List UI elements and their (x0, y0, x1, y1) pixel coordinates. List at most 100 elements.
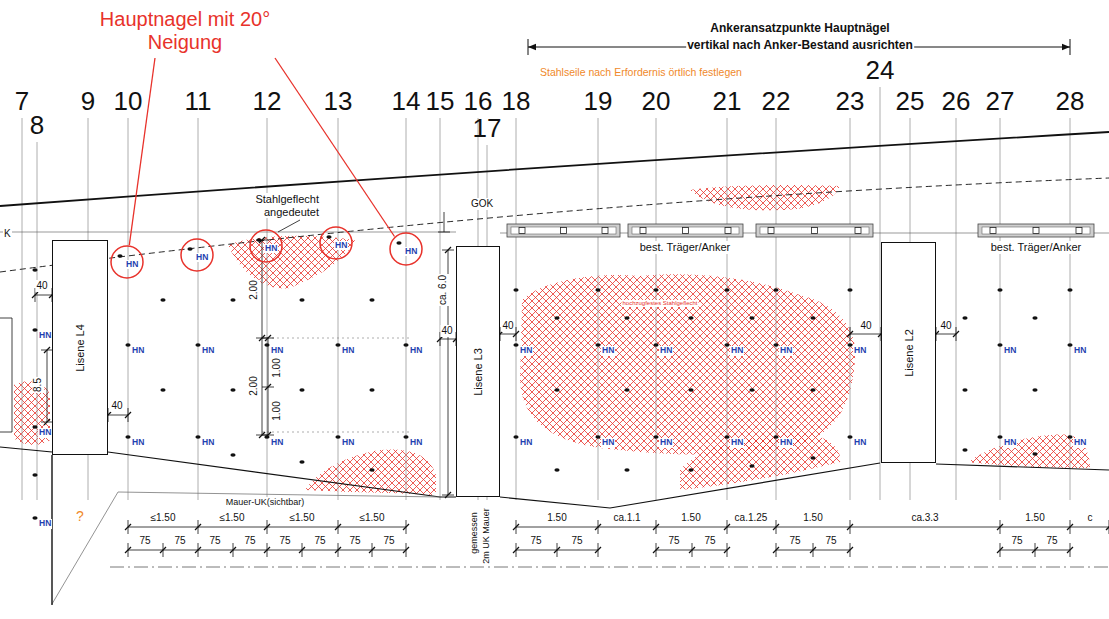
drawing-rect (632, 227, 739, 234)
nail-label: HN (38, 519, 52, 529)
dimension-text: 40 (859, 320, 872, 332)
axis-number: 28 (1056, 88, 1085, 114)
drawing-ellipse (847, 288, 852, 292)
nail-label: HN (730, 438, 744, 448)
axis-number: 17 (473, 115, 502, 141)
drawing-ellipse (1067, 343, 1072, 347)
drawing-line (44, 347, 50, 353)
note-text: gemessen (469, 511, 479, 555)
dimension-text: ca. 6.0 (437, 274, 449, 306)
drawing-ellipse (32, 473, 37, 477)
drawing-rect (768, 228, 774, 234)
drawing-line (1106, 524, 1109, 530)
axis-number: 14 (392, 88, 421, 114)
drawing-ellipse (326, 235, 331, 239)
drawing-ellipse (624, 388, 629, 392)
drawing-ellipse (513, 343, 518, 347)
dimension-text: ≤1.50 (359, 512, 386, 524)
drawing-line (32, 292, 38, 298)
pilaster-name: Lisene L2 (902, 328, 914, 378)
nail-label: HN (779, 346, 793, 356)
drawing-line (265, 384, 271, 390)
drawing-ellipse (403, 343, 408, 347)
drawing-ellipse (335, 435, 340, 439)
drawing-ellipse (847, 435, 852, 439)
drawing-line (406, 118, 407, 500)
axis-number: 15 (426, 88, 455, 114)
axis-number: 7 (15, 88, 29, 114)
drawing-line (595, 524, 601, 530)
nail-label: HN (341, 438, 355, 448)
drawing-line (776, 118, 777, 500)
drawing-line (1067, 524, 1073, 530)
drawing-ellipse (396, 241, 401, 245)
dimension-text: 75 (173, 535, 186, 547)
nail-circle: HN (389, 232, 423, 266)
pilaster-name: Lisene L4 (74, 323, 86, 373)
drawing-line (850, 334, 881, 335)
axis-number: 23 (836, 88, 865, 114)
note-text: 2m UK Mauer (481, 507, 491, 565)
drawing-rect (982, 227, 1090, 234)
part-label: best. Träger/Anker (990, 241, 1083, 254)
nail-circle: HN (249, 229, 283, 263)
drawing-line (335, 547, 341, 553)
drawing-path (52, 492, 440, 604)
axis-number: 27 (986, 88, 1015, 114)
callout-text: Hauptnagel mit 20° Neigung (78, 8, 293, 54)
drawing-ellipse (160, 388, 165, 392)
note-text: ? (76, 508, 84, 524)
dimension-text: 75 (208, 535, 221, 547)
drawing-line (1032, 547, 1038, 553)
pilaster-box: Lisene L3 (456, 246, 500, 497)
drawing-path (228, 236, 355, 289)
drawing-rect (1076, 228, 1082, 234)
nail-label: HN (195, 253, 209, 262)
drawing-line (230, 547, 236, 553)
drawing-ellipse (1032, 388, 1037, 392)
drawing-ellipse (997, 343, 1002, 347)
drawing-line (653, 524, 659, 530)
drawing-ellipse (1067, 435, 1072, 439)
dimension-text: 75 (529, 535, 542, 547)
dimension-text: 75 (1045, 535, 1058, 547)
dimension-text: ca.1.1 (612, 512, 641, 524)
drawing-ellipse (554, 388, 559, 392)
dimension-text: 2.00 (248, 375, 260, 396)
note-text: GOK (470, 198, 494, 210)
drawing-ellipse (32, 425, 37, 429)
drawing-line (125, 412, 131, 418)
drawing-path (520, 274, 855, 455)
drawing-line (403, 524, 409, 530)
nail-label: HN (409, 438, 423, 448)
drawing-ellipse (595, 435, 600, 439)
drawing-rect (511, 227, 616, 234)
nail-circle: HN (319, 226, 353, 260)
drawing-path (110, 567, 1109, 568)
part-label: best. Träger/Anker (639, 241, 732, 254)
axis-number: 21 (713, 88, 742, 114)
drawing-line (437, 336, 443, 342)
dimension-text: 75 (667, 535, 680, 547)
dimension-text: 75 (278, 535, 291, 547)
axis-number: 10 (114, 88, 143, 114)
drawing-circle (111, 246, 143, 278)
drawing-g (628, 224, 743, 237)
drawing-line (264, 524, 270, 530)
drawing-rect (990, 228, 996, 234)
dimension-text: 75 (824, 535, 837, 547)
drawing-line (35, 295, 52, 296)
dimension-text: 75 (138, 535, 151, 547)
note-text: vertikal nach Anker-Bestand ausrichten (686, 39, 914, 53)
drawing-g (0, 132, 1109, 605)
drawing-ellipse (32, 268, 37, 272)
nail-label: HN (38, 428, 52, 438)
drawing-ellipse (195, 435, 200, 439)
drawing-ellipse (125, 343, 130, 347)
drawing-g (129, 58, 394, 245)
dimension-text: 75 (382, 535, 395, 547)
dimension-text: 1.50 (802, 512, 823, 524)
drawing-ellipse (513, 435, 518, 439)
drawing-ellipse (688, 468, 693, 472)
drawing-ellipse (230, 453, 235, 457)
